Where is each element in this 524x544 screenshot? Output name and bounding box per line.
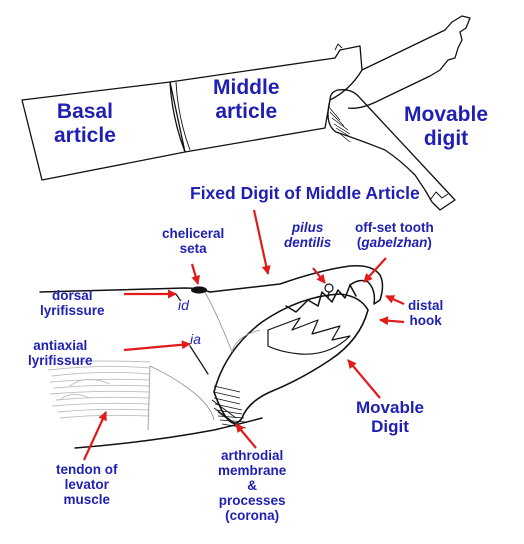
label-id: id xyxy=(178,297,189,314)
arrow-tendon xyxy=(83,411,107,461)
movable-digit-teeth xyxy=(267,317,351,355)
paren-close: ) xyxy=(427,235,432,251)
paren-open: ( xyxy=(356,235,362,251)
arrow-offset-tooth xyxy=(363,257,387,283)
cheliceral-seta-blob xyxy=(191,286,207,294)
tendon-fibres xyxy=(47,360,151,419)
movable-digit-shape xyxy=(327,89,456,211)
arrow-distal-hook-1 xyxy=(385,294,405,306)
arrow-movable-digit xyxy=(347,359,381,399)
corona-bristles xyxy=(211,385,247,429)
label-ia-text: ia xyxy=(190,331,201,347)
label-fixed-digit: Fixed Digit of Middle Article xyxy=(190,183,420,204)
arrow-fixed-digit xyxy=(252,209,271,275)
label-offset-tooth-line1: off-set tooth xyxy=(355,220,434,235)
arrow-antiaxial-lyrifissure xyxy=(123,340,191,352)
label-fixed-digit-text: Fixed Digit of Middle Article xyxy=(190,183,420,203)
movable-digit-bottom-shape xyxy=(213,293,369,424)
arrows xyxy=(83,209,405,461)
arrow-cheliceral-seta xyxy=(190,263,200,285)
bottom-chela-outline xyxy=(39,264,384,449)
pilus-dentilis-circle xyxy=(324,283,334,293)
top-chelicera-outline xyxy=(21,15,471,211)
fixed-digit-teeth xyxy=(285,284,351,313)
arrow-pilus-dentilis xyxy=(312,267,326,284)
middle-article-fixed-finger xyxy=(347,15,471,109)
middle-article-ventral-edge xyxy=(74,417,263,449)
label-offset-tooth-term: gabelzhan xyxy=(361,235,428,251)
arrow-arthrodial xyxy=(235,423,257,449)
label-id-text: id xyxy=(178,297,189,313)
arrow-distal-hook-2 xyxy=(379,316,405,326)
label-ia: ia xyxy=(190,331,201,348)
label-offset-tooth: off-set tooth (gabelzhan) xyxy=(355,220,434,250)
internal-lines xyxy=(147,291,261,431)
